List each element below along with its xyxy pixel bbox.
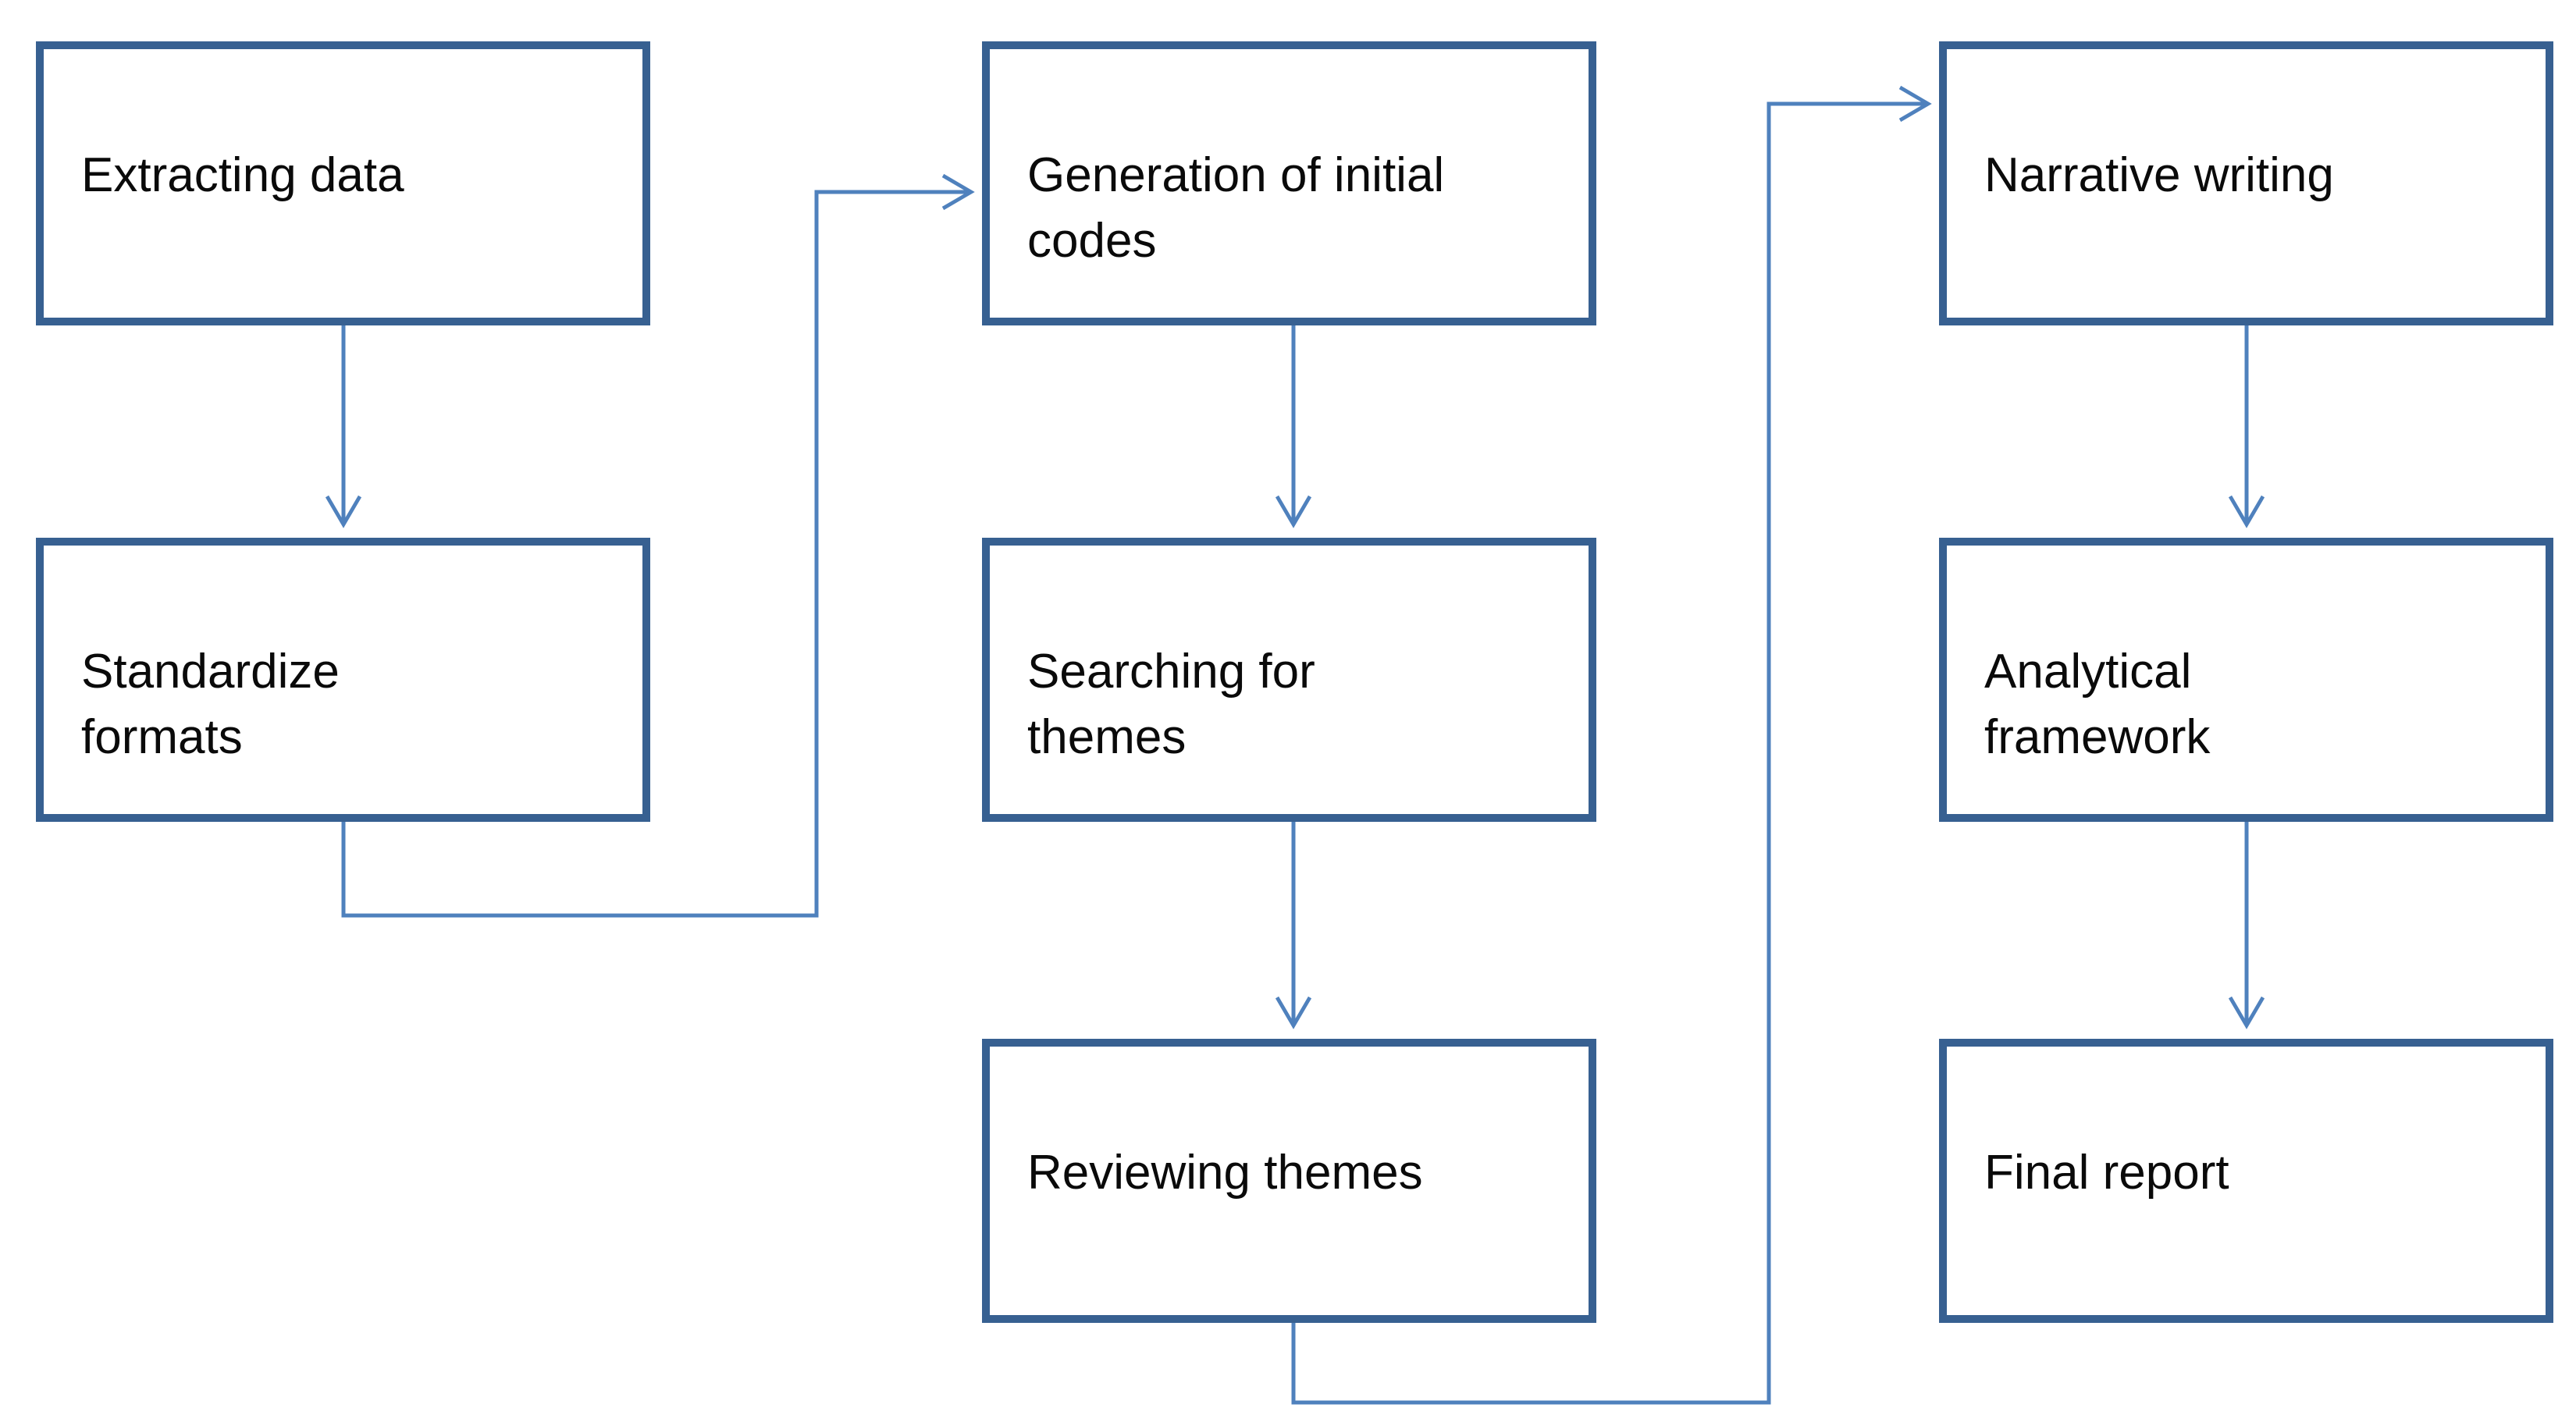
node-generation-of-initial-codes: Generation of initial codes (982, 41, 1596, 325)
node-standardize-formats: Standardize formats (36, 538, 650, 822)
node-final-report: Final report (1939, 1039, 2553, 1323)
connector-standardize-formats-to-generation-of-initial-codes (341, 173, 975, 918)
connector-reviewing-themes-to-narrative-writing (1291, 85, 1932, 1405)
node-label: Generation of initial codes (1027, 148, 1445, 268)
node-searching-for-themes: Searching for themes (982, 538, 1596, 822)
node-label: Standardize formats (81, 645, 340, 764)
node-label: Reviewing themes (1027, 1146, 1423, 1200)
node-extracting-data: Extracting data (36, 41, 650, 325)
node-narrative-writing: Narrative writing (1939, 41, 2553, 325)
node-label: Searching for themes (1027, 645, 1315, 764)
node-label: Analytical framework (1984, 645, 2211, 764)
node-reviewing-themes: Reviewing themes (982, 1039, 1596, 1323)
node-label: Final report (1984, 1146, 2229, 1200)
node-label: Narrative writing (1984, 148, 2334, 202)
node-label: Extracting data (81, 148, 404, 202)
node-analytical-framework: Analytical framework (1939, 538, 2553, 822)
